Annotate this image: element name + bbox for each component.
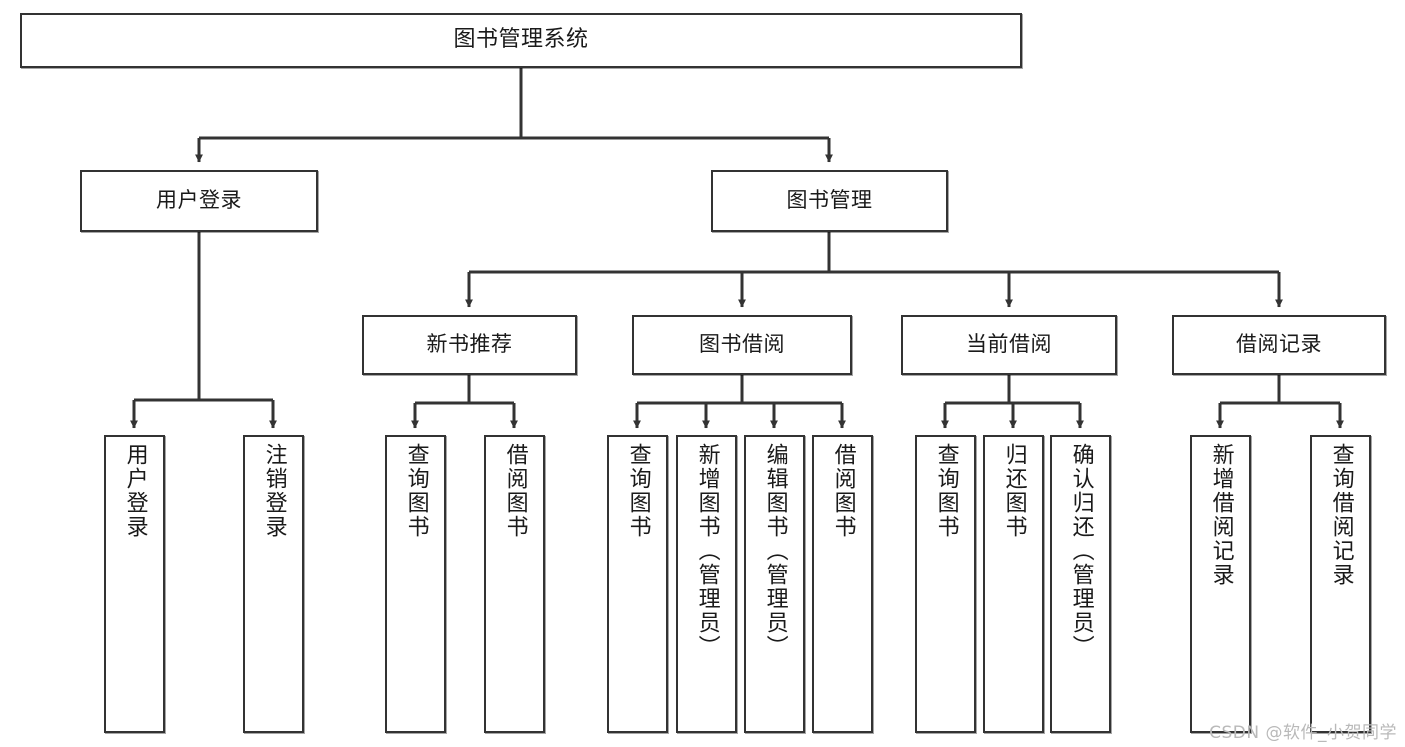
node-label: 用户登录: [122, 443, 148, 539]
node-label: 图书管理系统: [453, 27, 589, 53]
node-leaf-borrow-book-2[interactable]: 借阅图书: [812, 435, 873, 733]
connector-currentborrow-to-leaves: [941, 375, 1084, 429]
node-leaf-add-record[interactable]: 新增借阅记录: [1190, 435, 1251, 733]
node-book-management-system[interactable]: 图书管理系统: [20, 13, 1022, 68]
node-current-borrow[interactable]: 当前借阅: [901, 315, 1117, 375]
node-leaf-user-login[interactable]: 用户登录: [104, 435, 165, 733]
node-leaf-query-record[interactable]: 查询借阅记录: [1310, 435, 1371, 733]
node-book-manage[interactable]: 图书管理: [711, 170, 948, 232]
node-leaf-add-book[interactable]: 新增图书（管理员）: [676, 435, 737, 733]
node-user-login[interactable]: 用户登录: [80, 170, 318, 232]
node-label: 新增图书（管理员）: [694, 443, 720, 659]
node-label: 图书借阅: [699, 332, 785, 357]
node-label: 查询图书: [933, 443, 959, 539]
node-label: 查询图书: [403, 443, 429, 539]
node-label: 确认归还（管理员）: [1068, 443, 1094, 659]
node-label: 新书推荐: [426, 332, 513, 357]
node-label: 新增借阅记录: [1208, 443, 1234, 587]
connector-userlogin-to-leaves: [130, 232, 277, 429]
node-leaf-query-book-1[interactable]: 查询图书: [385, 435, 446, 733]
node-book-borrow[interactable]: 图书借阅: [632, 315, 852, 375]
node-label: 借阅图书: [502, 443, 528, 539]
node-label: 注销登录: [261, 443, 287, 539]
node-label: 图书管理: [786, 188, 873, 213]
node-label: 用户登录: [156, 188, 242, 213]
connector-bookborrow-to-leaves: [633, 375, 846, 429]
node-new-book-recommend[interactable]: 新书推荐: [362, 315, 577, 375]
node-label: 编辑图书（管理员）: [762, 443, 788, 659]
connector-bookmanage-to-level3: [465, 232, 1283, 308]
node-leaf-query-book-3[interactable]: 查询图书: [915, 435, 976, 733]
node-borrow-record[interactable]: 借阅记录: [1172, 315, 1386, 375]
node-label: 归还图书: [1001, 443, 1027, 539]
node-label: 借阅图书: [830, 443, 856, 539]
connector-borrowrecord-to-leaves: [1216, 375, 1344, 429]
node-leaf-borrow-book-1[interactable]: 借阅图书: [484, 435, 545, 733]
node-label: 查询借阅记录: [1328, 443, 1354, 587]
connector-root-to-level2: [195, 68, 833, 163]
node-leaf-return-book[interactable]: 归还图书: [983, 435, 1044, 733]
node-leaf-query-book-2[interactable]: 查询图书: [607, 435, 668, 733]
node-label: 当前借阅: [966, 332, 1052, 357]
node-leaf-logout[interactable]: 注销登录: [243, 435, 304, 733]
node-leaf-confirm-return[interactable]: 确认归还（管理员）: [1050, 435, 1111, 733]
connector-recommend-to-leaves: [411, 375, 518, 429]
node-label: 借阅记录: [1236, 332, 1322, 357]
node-leaf-edit-book[interactable]: 编辑图书（管理员）: [744, 435, 805, 733]
node-label: 查询图书: [625, 443, 651, 539]
